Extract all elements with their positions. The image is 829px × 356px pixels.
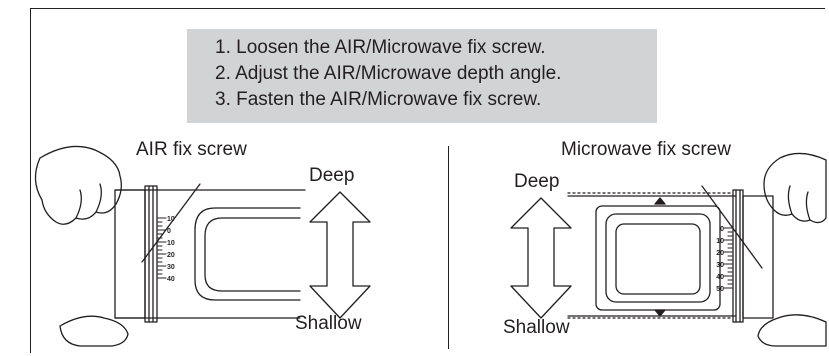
air-fix-screw-label: AIR fix screw [136, 139, 247, 160]
air-sensor-body [114, 185, 306, 323]
instruction-box: 1. Loosen the AIR/Microwave fix screw. 2… [187, 29, 657, 123]
figure-frame [30, 8, 825, 353]
mw-scale-40: 40 [716, 274, 724, 281]
left-shallow-label: Shallow [295, 313, 362, 334]
left-hand-top [34, 145, 122, 225]
microwave-sensor-body [567, 189, 774, 323]
microwave-screw-leader [701, 185, 763, 269]
left-deep-label: Deep [309, 165, 355, 186]
figure-divider [448, 146, 449, 349]
mw-scale-0: 0 [720, 226, 724, 233]
mw-scale-50: 50 [716, 286, 724, 293]
step-2: 2. Adjust the AIR/Microwave depth angle. [215, 63, 562, 84]
left-double-arrow [309, 191, 371, 319]
step-3: 3. Fasten the AIR/Microwave fix screw. [215, 89, 542, 110]
air-scale-30: 30 [167, 264, 175, 271]
right-shallow-label: Shallow [503, 317, 570, 338]
air-scale-0: 0 [167, 228, 171, 235]
left-hand-bottom [59, 315, 129, 347]
microwave-fix-screw-label: Microwave fix screw [561, 139, 731, 160]
microwave-scale-labels: 0 10 20 30 40 50 [712, 224, 724, 296]
air-scale-labels: 10 0 10 20 30 40 [167, 214, 175, 286]
air-depth-scale-ticks [157, 217, 167, 279]
air-scale-40: 40 [167, 276, 175, 283]
air-scale-20: 20 [167, 252, 175, 259]
step-1: 1. Loosen the AIR/Microwave fix screw. [215, 37, 546, 58]
right-hand-bottom [757, 314, 827, 347]
mw-scale-20: 20 [716, 250, 724, 257]
mw-scale-10: 10 [716, 238, 724, 245]
right-hand-top [763, 152, 827, 224]
right-double-arrow [510, 197, 572, 319]
mw-scale-30: 30 [716, 262, 724, 269]
air-scale-10: 10 [167, 216, 175, 223]
right-deep-label: Deep [514, 171, 560, 192]
air-screw-leader [141, 183, 201, 263]
microwave-depth-scale-ticks [723, 227, 733, 289]
air-scale-10b: 10 [167, 240, 175, 247]
